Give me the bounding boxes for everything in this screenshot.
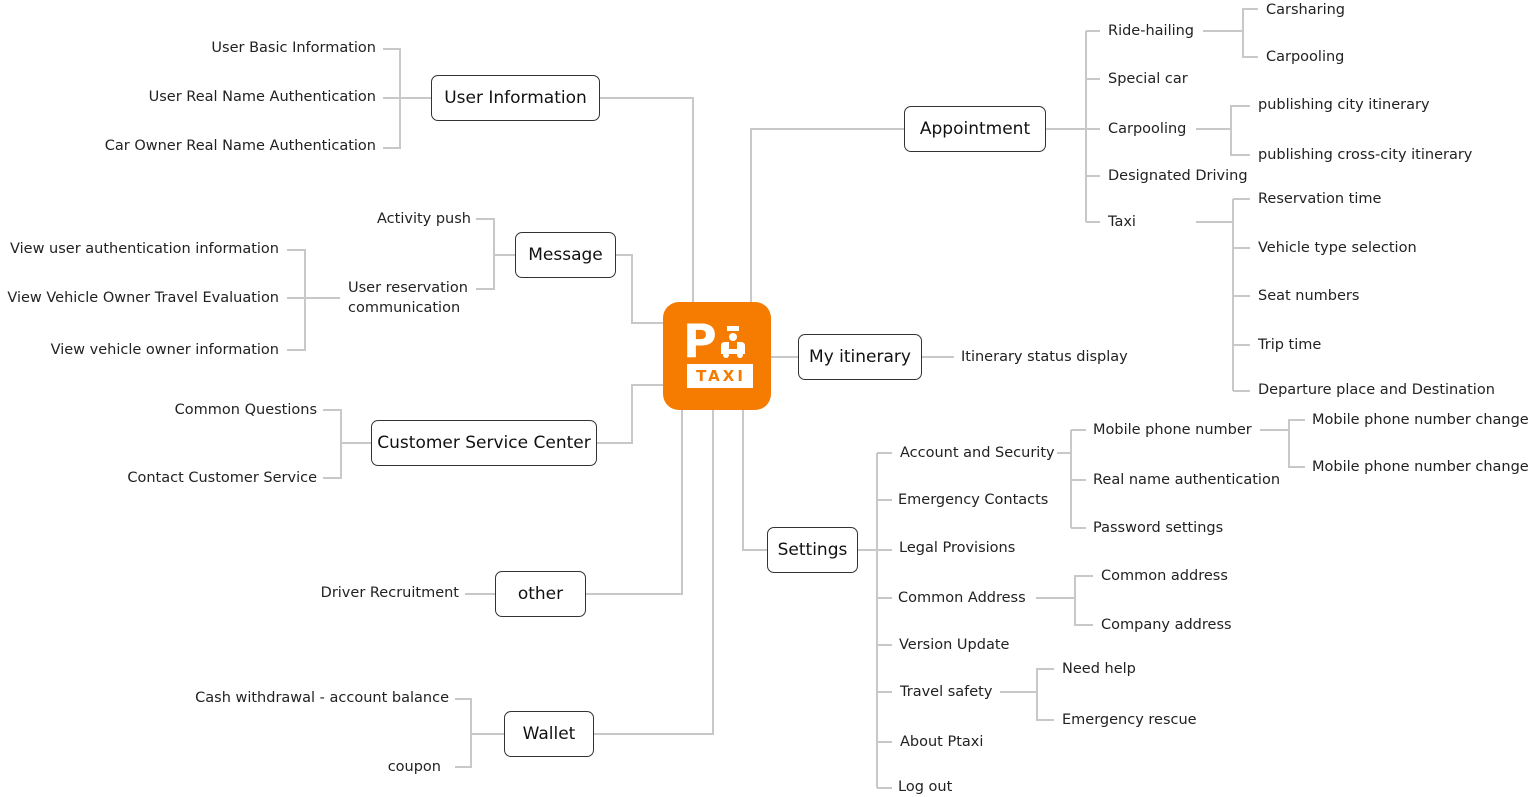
leaf-view-owner-info[interactable]: View vehicle owner information — [50, 342, 279, 358]
leaf-mobile-phone-number[interactable]: Mobile phone number — [1093, 422, 1252, 438]
leaf-mobile-number-change-2[interactable]: Mobile phone number change — [1312, 459, 1529, 475]
leaf-seat-numbers[interactable]: Seat numbers — [1258, 288, 1360, 304]
leaf-user-reservation-communication[interactable]: User reservation communication — [348, 280, 468, 316]
node-wallet[interactable]: Wallet — [504, 711, 594, 757]
node-message[interactable]: Message — [515, 232, 616, 278]
leaf-designated-driving[interactable]: Designated Driving — [1108, 168, 1248, 184]
leaf-mobile-number-change-1[interactable]: Mobile phone number change — [1312, 412, 1529, 428]
leaf-user-real-name-auth[interactable]: User Real Name Authentication — [148, 89, 376, 105]
leaf-log-out[interactable]: Log out — [898, 779, 953, 795]
leaf-view-user-auth-info[interactable]: View user authentication information — [10, 241, 279, 257]
leaf-account-security[interactable]: Account and Security — [900, 445, 1055, 461]
logo-letter: P — [683, 314, 717, 368]
leaf-common-address-sub[interactable]: Common address — [1101, 568, 1228, 584]
leaf-cash-withdrawal[interactable]: Cash withdrawal - account balance — [195, 690, 449, 706]
leaf-contact-customer-service[interactable]: Contact Customer Service — [127, 470, 317, 486]
leaf-travel-safety[interactable]: Travel safety — [900, 684, 993, 700]
node-appointment[interactable]: Appointment — [904, 106, 1046, 152]
leaf-carsharing[interactable]: Carsharing — [1266, 2, 1345, 18]
leaf-special-car[interactable]: Special car — [1108, 71, 1188, 87]
leaf-common-address[interactable]: Common Address — [898, 590, 1026, 606]
logo-word: TAXI — [696, 367, 746, 385]
node-my-itinerary[interactable]: My itinerary — [798, 334, 922, 380]
ptaxi-logo[interactable]: P TAXI — [663, 302, 771, 410]
leaf-real-name-authentication[interactable]: Real name authentication — [1093, 472, 1281, 488]
leaf-ride-hailing[interactable]: Ride-hailing — [1108, 23, 1195, 39]
leaf-driver-recruitment[interactable]: Driver Recruitment — [320, 585, 459, 601]
leaf-password-settings[interactable]: Password settings — [1093, 520, 1224, 536]
leaf-version-update[interactable]: Version Update — [899, 637, 1010, 653]
leaf-carpooling[interactable]: Carpooling — [1108, 121, 1187, 137]
leaf-emergency-contacts[interactable]: Emergency Contacts — [898, 492, 1049, 508]
leaf-legal-provisions[interactable]: Legal Provisions — [899, 540, 1016, 556]
leaf-company-address[interactable]: Company address — [1101, 617, 1232, 633]
node-customer-service-center[interactable]: Customer Service Center — [371, 420, 597, 466]
leaf-taxi[interactable]: Taxi — [1108, 214, 1136, 230]
leaf-emergency-rescue[interactable]: Emergency rescue — [1062, 712, 1197, 728]
leaf-trip-time[interactable]: Trip time — [1258, 337, 1322, 353]
leaf-reservation-time[interactable]: Reservation time — [1258, 191, 1382, 207]
node-other[interactable]: other — [495, 571, 586, 617]
leaf-view-owner-travel-evaluation[interactable]: View Vehicle Owner Travel Evaluation — [7, 290, 279, 306]
logo-bar — [681, 364, 753, 388]
leaf-coupon[interactable]: coupon — [387, 759, 441, 775]
leaf-ride-hailing-carpooling[interactable]: Carpooling — [1266, 49, 1345, 65]
leaf-common-questions[interactable]: Common Questions — [174, 402, 317, 418]
node-user-information[interactable]: User Information — [431, 75, 600, 121]
leaf-itinerary-status-display[interactable]: Itinerary status display — [961, 349, 1128, 365]
leaf-activity-push[interactable]: Activity push — [377, 211, 471, 227]
leaf-about-ptaxi[interactable]: About Ptaxi — [900, 734, 984, 750]
logo-stem — [681, 364, 687, 388]
leaf-departure-destination[interactable]: Departure place and Destination — [1258, 382, 1495, 398]
leaf-user-basic-information[interactable]: User Basic Information — [211, 40, 376, 56]
taxi-car-icon — [721, 326, 745, 358]
leaf-car-owner-real-name-auth[interactable]: Car Owner Real Name Authentication — [104, 138, 376, 154]
leaf-vehicle-type-selection[interactable]: Vehicle type selection — [1258, 240, 1417, 256]
leaf-publishing-cross-city-itinerary[interactable]: publishing cross-city itinerary — [1258, 147, 1473, 163]
leaf-need-help[interactable]: Need help — [1062, 661, 1136, 677]
node-settings[interactable]: Settings — [767, 527, 858, 573]
leaf-publishing-city-itinerary[interactable]: publishing city itinerary — [1258, 97, 1430, 113]
